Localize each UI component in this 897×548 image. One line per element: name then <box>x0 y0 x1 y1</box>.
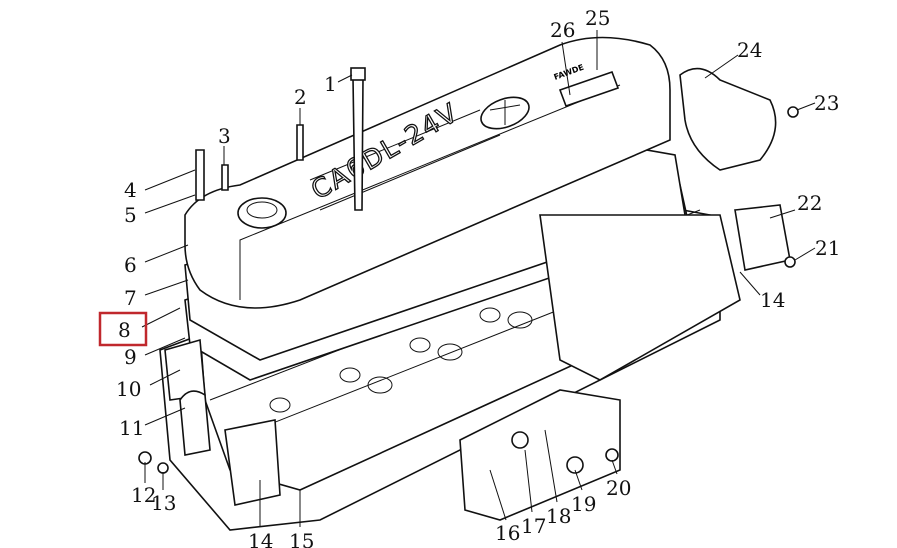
callout-16: 16 <box>495 521 520 545</box>
callout-24: 24 <box>737 38 762 62</box>
water-outlet-gasket <box>164 338 206 401</box>
callout-14-right: 14 <box>760 288 785 312</box>
callout-11: 11 <box>119 416 144 440</box>
callout-6: 6 <box>124 253 137 277</box>
valve-cover-edge <box>239 84 621 300</box>
bracket-bolt <box>511 431 529 449</box>
callout-3: 3 <box>218 124 231 148</box>
cover-bolt-head <box>350 67 366 81</box>
callout-19: 19 <box>571 492 596 516</box>
callout-12: 12 <box>131 483 156 507</box>
bolt-4 <box>195 149 205 201</box>
callout-4: 4 <box>124 178 137 202</box>
callout-18: 18 <box>546 504 571 528</box>
callout-1: 1 <box>324 72 337 96</box>
exhaust-manifold <box>539 214 741 381</box>
bracket-11 <box>179 390 211 456</box>
callout-17: 17 <box>521 514 546 538</box>
callout-2: 2 <box>294 85 307 109</box>
nameplate <box>558 70 620 108</box>
bolt-3 <box>221 164 229 191</box>
brand-logo-mark <box>489 100 521 125</box>
callout-20: 20 <box>606 476 631 500</box>
bolt-2 <box>296 124 304 161</box>
bracket-bolt <box>605 448 619 462</box>
cover-line <box>309 109 481 181</box>
callout-10: 10 <box>116 377 141 401</box>
side-cover-14 <box>224 419 281 506</box>
callout-14-left: 14 <box>248 529 273 548</box>
callout-21: 21 <box>815 236 840 260</box>
oil-filler-cap-top <box>246 201 278 219</box>
callout-7: 7 <box>124 286 137 310</box>
highlight-box <box>98 311 148 347</box>
callout-8: 8 <box>118 318 131 342</box>
bracket-bolt <box>566 456 584 474</box>
mounting-bracket <box>459 389 621 521</box>
callout-5: 5 <box>124 203 137 227</box>
lifting-bracket <box>679 67 777 171</box>
leader-lines <box>141 30 816 527</box>
callout-9: 9 <box>124 345 137 369</box>
bolt-23 <box>787 106 799 118</box>
callout-23: 23 <box>814 91 839 115</box>
valve-cover <box>184 36 671 309</box>
callout-15: 15 <box>289 529 314 548</box>
cover-long-bolt <box>352 77 364 211</box>
callout-26: 26 <box>550 18 575 42</box>
bolt-21 <box>784 256 796 268</box>
callout-13: 13 <box>151 491 176 515</box>
bolt-13 <box>157 462 169 474</box>
cover-line <box>319 134 501 211</box>
callout-22: 22 <box>797 191 822 215</box>
callout-25: 25 <box>585 6 610 30</box>
